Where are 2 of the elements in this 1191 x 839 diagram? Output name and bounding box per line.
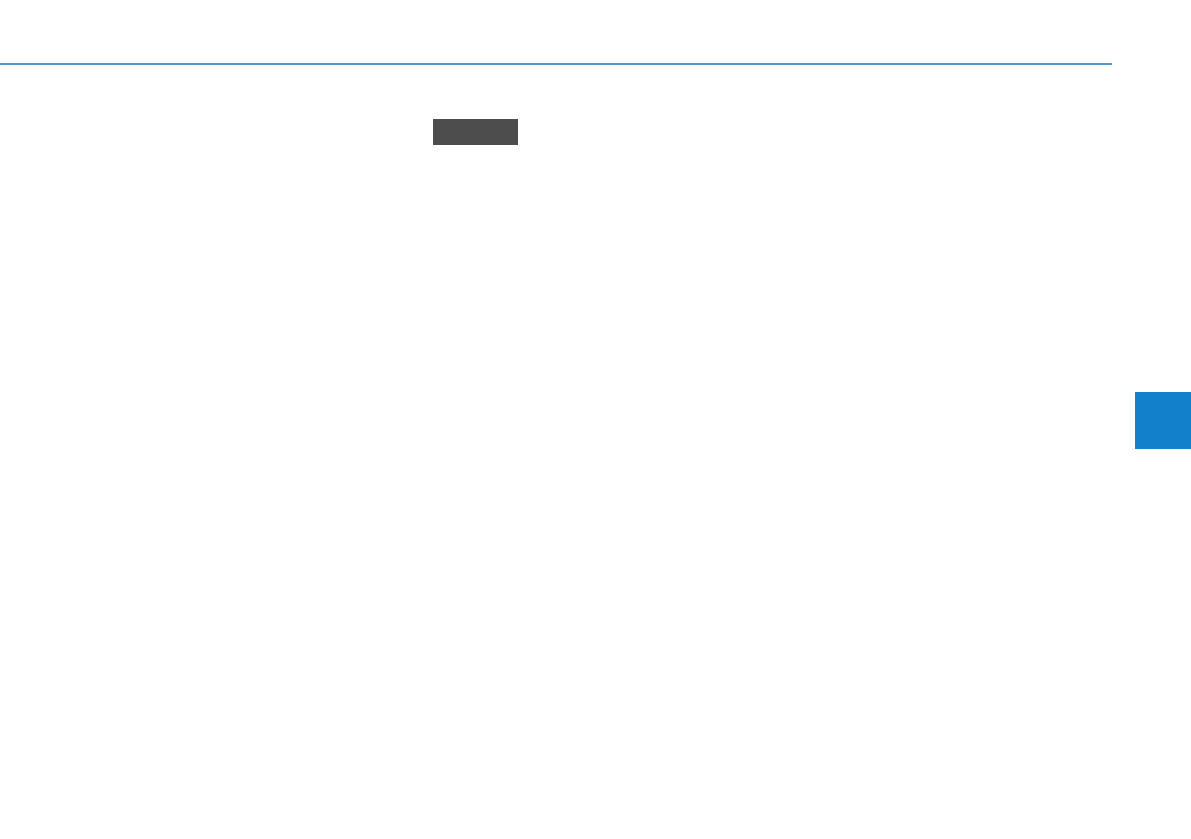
side-tab (1135, 392, 1191, 449)
filled-block (433, 119, 518, 145)
